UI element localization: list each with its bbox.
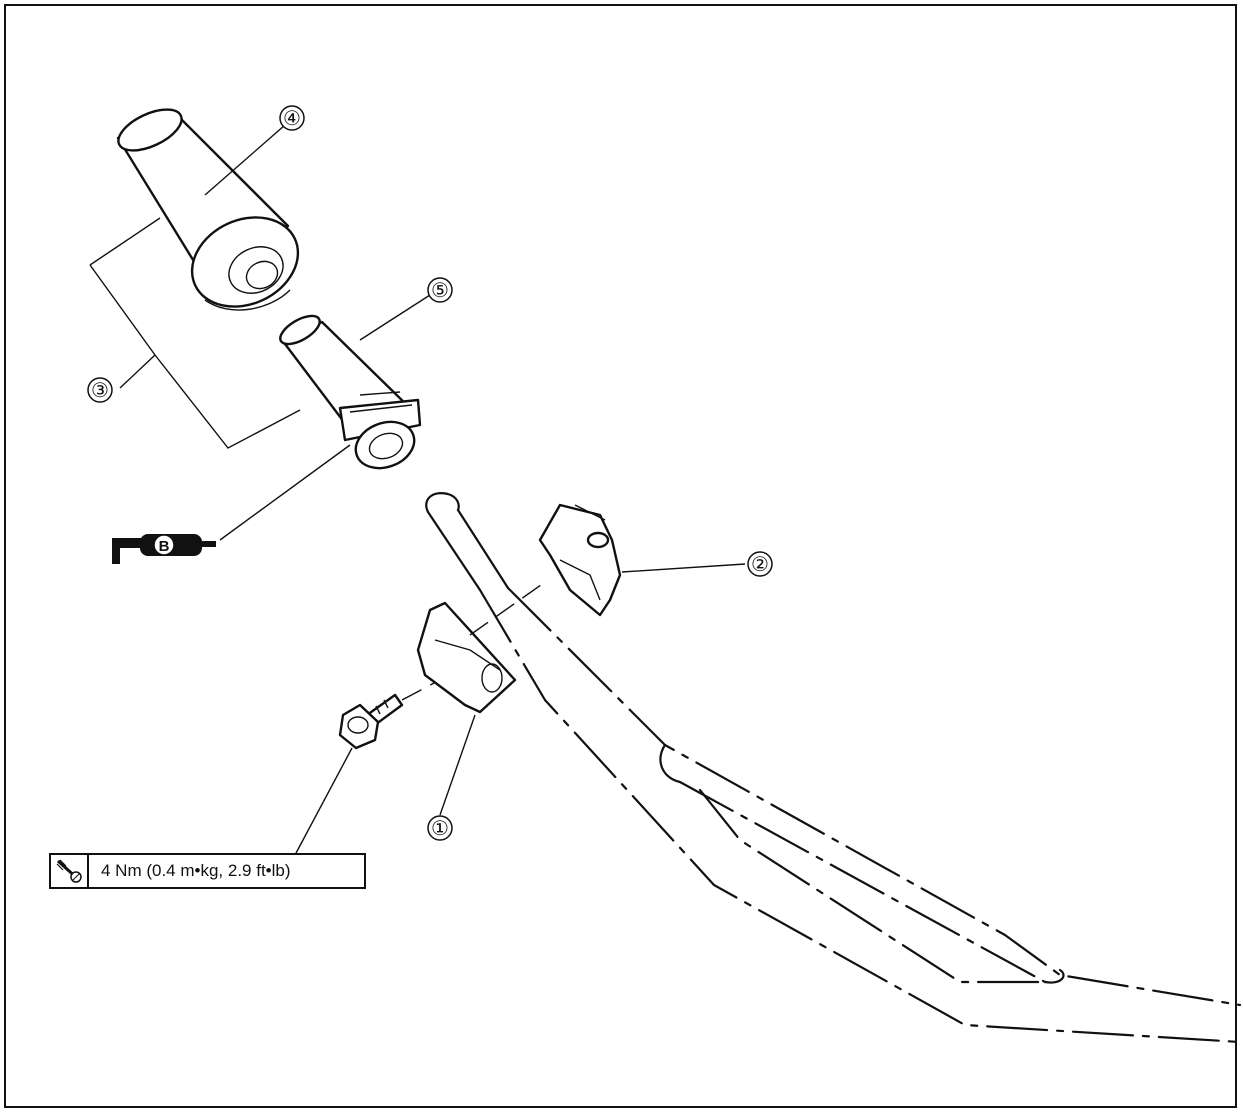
callout-3: ③ — [87, 377, 113, 403]
callout-4: ④ — [279, 105, 305, 131]
throttle-holder-lower — [416, 601, 517, 714]
callout-4-label: ④ — [283, 106, 301, 130]
torque-spec-box: 4 Nm (0.4 m•kg, 2.9 ft•lb) — [49, 853, 366, 889]
callout-2-label: ② — [751, 552, 769, 576]
throttle-grip — [116, 108, 300, 311]
diagram-frame — [4, 4, 1237, 1108]
callout-1-label: ① — [431, 816, 449, 840]
callout-1: ① — [427, 815, 453, 841]
holder-screw — [338, 693, 404, 750]
throttle-holder-upper — [538, 503, 622, 617]
grease-gun-icon: B — [112, 534, 216, 564]
torque-value: 4 Nm (0.4 m•kg, 2.9 ft•lb) — [101, 861, 291, 880]
torque-wrench-icon — [51, 855, 89, 887]
handlebar — [425, 492, 1242, 1044]
callout-2: ② — [747, 551, 773, 577]
callout-5-label: ⑤ — [431, 278, 449, 302]
grease-letter: B — [159, 538, 170, 555]
throttle-tube — [279, 314, 422, 470]
callout-5: ⑤ — [427, 277, 453, 303]
callout-3-label: ③ — [91, 378, 109, 402]
